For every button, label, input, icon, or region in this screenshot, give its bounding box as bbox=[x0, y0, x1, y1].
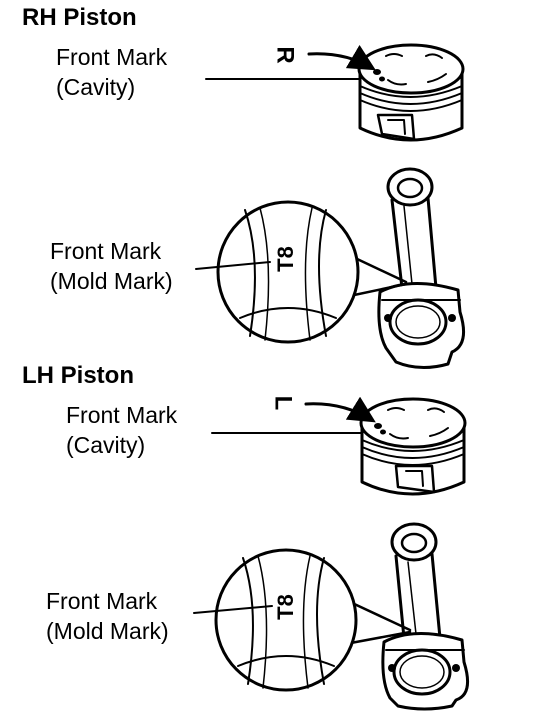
lh-rod-magnifier-line bbox=[348, 600, 412, 632]
rh-piston-ring-groove bbox=[359, 99, 463, 112]
lh-piston-illustration: L bbox=[211, 396, 467, 496]
rh-piston-crown bbox=[357, 43, 465, 95]
lh-rod-magnified-edge bbox=[242, 557, 254, 685]
lh-rod-magnified-edge bbox=[316, 557, 325, 685]
rh-piston-label-line2: (Cavity) bbox=[56, 74, 136, 100]
lh-piston-ring-groove bbox=[361, 446, 465, 459]
rh-piston-pointer-arrow bbox=[307, 44, 376, 71]
lh-piston-cavity-mark bbox=[374, 423, 382, 429]
rh-piston-mark-letter: R bbox=[272, 46, 299, 63]
rh-rod-label-line1: Front Mark bbox=[50, 238, 162, 264]
rh-piston-cavity-mark bbox=[379, 76, 385, 82]
lh-rod-beam-edge bbox=[394, 554, 406, 640]
rh-piston-pin-boss-detail bbox=[387, 119, 406, 135]
lh-rod-label-line2: (Mold Mark) bbox=[46, 618, 169, 644]
lh-piston-title: LH Piston bbox=[22, 362, 134, 389]
rh-rod-magnified-edge bbox=[244, 209, 256, 337]
rh-rod-cap-bolt bbox=[448, 314, 456, 322]
lh-rod-small-end-bore bbox=[400, 532, 428, 554]
rh-rod-mold-mark-text: T8 bbox=[273, 246, 298, 272]
rh-rod-magnifier-line bbox=[353, 256, 408, 284]
lh-connecting-rod-illustration: T8 bbox=[193, 522, 470, 711]
lh-piston-front-mark-label: Front Mark (Cavity) bbox=[66, 400, 177, 460]
lh-rod-cap-bolt bbox=[452, 664, 460, 672]
rh-piston-label-line1: Front Mark bbox=[56, 44, 168, 70]
lh-piston-ring-groove bbox=[361, 439, 465, 452]
lh-rod-beam-edge bbox=[430, 552, 442, 640]
lh-piston-label-line2: (Cavity) bbox=[66, 432, 146, 458]
rh-piston-title: RH Piston bbox=[22, 4, 137, 31]
lh-piston-pointer-arrow bbox=[304, 396, 376, 423]
rh-piston-valve-relief bbox=[427, 73, 447, 83]
lh-rod-magnified-rib bbox=[302, 555, 311, 689]
rh-piston-valve-relief bbox=[425, 53, 443, 59]
rh-rod-cap-bolt bbox=[384, 314, 392, 322]
rh-rod-beam-rib bbox=[403, 205, 413, 285]
rh-rod-leader-line bbox=[195, 261, 271, 270]
lh-rod-beam-rib bbox=[407, 561, 417, 635]
lh-piston-pin-boss-detail bbox=[405, 470, 424, 487]
lh-piston-label-line1: Front Mark bbox=[66, 402, 178, 428]
rh-piston-valve-relief bbox=[387, 79, 407, 86]
lh-rod-label-line1: Front Mark bbox=[46, 588, 158, 614]
rh-piston-pin-boss bbox=[376, 113, 416, 141]
lh-piston-valve-relief bbox=[427, 407, 445, 413]
lh-piston-valve-relief bbox=[387, 407, 405, 411]
lh-rod-bearing bbox=[399, 655, 445, 689]
rh-rod-bearing bbox=[395, 305, 441, 339]
rh-rod-beam-edge bbox=[390, 198, 404, 290]
lh-rod-magnified-fillet bbox=[237, 655, 335, 667]
rh-piston-front-mark-label: Front Mark (Cavity) bbox=[56, 42, 167, 102]
lh-rod-leader-line bbox=[193, 605, 273, 614]
rh-rod-label-line2: (Mold Mark) bbox=[50, 268, 173, 294]
rh-rod-magnified-rib bbox=[259, 207, 270, 341]
rh-rod-beam-edge bbox=[426, 196, 438, 290]
rh-rod-magnified-fillet bbox=[239, 307, 337, 319]
rh-rod-magnified-rib bbox=[304, 207, 313, 341]
rh-rod-magnified-edge bbox=[318, 209, 327, 337]
rh-rod-small-end-bore bbox=[396, 177, 424, 199]
lh-rod-front-mark-label: Front Mark (Mold Mark) bbox=[46, 586, 169, 646]
rh-piston-ring-groove bbox=[359, 85, 463, 98]
rh-connecting-rod-illustration: T8 bbox=[195, 167, 466, 369]
rh-piston-cavity-mark bbox=[373, 69, 381, 75]
lh-piston-valve-relief bbox=[389, 433, 409, 440]
lh-piston-cavity-mark bbox=[380, 429, 386, 435]
rh-piston-ring-groove bbox=[359, 92, 463, 105]
lh-rod-mold-mark-text: T8 bbox=[273, 594, 298, 620]
rh-piston-valve-relief bbox=[385, 53, 403, 57]
lh-piston-pin-boss bbox=[394, 464, 436, 494]
lh-rod-cap-bolt bbox=[388, 664, 396, 672]
rh-rod-front-mark-label: Front Mark (Mold Mark) bbox=[50, 236, 173, 296]
rh-piston-illustration: R bbox=[205, 43, 465, 142]
lh-rod-magnified-rib bbox=[257, 555, 268, 689]
lh-piston-valve-relief bbox=[429, 427, 449, 437]
lh-piston-mark-letter: L bbox=[270, 396, 297, 411]
lh-piston-crown bbox=[359, 397, 467, 449]
